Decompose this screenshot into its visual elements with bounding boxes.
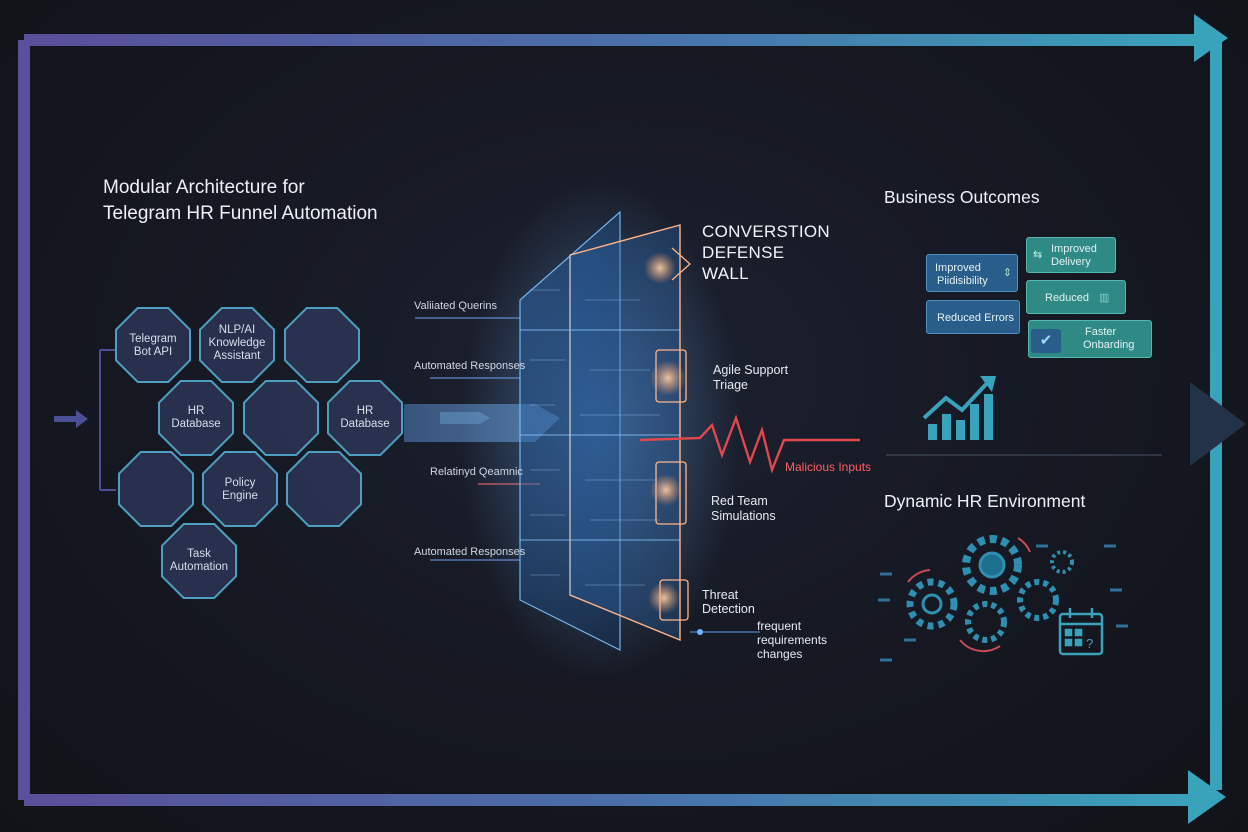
flow-automated-responses-1: Automated Responses: [414, 360, 526, 372]
agile-support-line2: Triage: [713, 378, 748, 392]
module-policy-engine: Policy Engine: [200, 477, 280, 503]
malicious-inputs-label: Malicious Inputs: [785, 460, 872, 474]
wall-title-line2: DEFENSE: [702, 243, 785, 262]
hex-nlp-assistant: [199, 307, 275, 383]
module-label: Database: [340, 418, 390, 430]
hex-empty-1: [284, 307, 360, 383]
card-label: Onbarding: [1083, 339, 1135, 351]
module-label: Bot API: [133, 346, 173, 358]
module-label: HR: [356, 405, 374, 417]
module-task-automation: Task Automation: [159, 548, 239, 574]
card-reduced-errors: Reduced Errors: [926, 300, 1020, 334]
card-improved-delivery: ⇆ Improved Delivery: [1026, 237, 1116, 273]
hex-policy-engine: [202, 451, 278, 527]
module-label: Policy: [224, 477, 256, 489]
card-label: Reduced Errors: [937, 312, 1015, 324]
red-team-line1: Red Team: [711, 494, 768, 508]
flow-related-queries: Relatinyd Qeamnic: [430, 466, 523, 478]
hex-empty-2: [243, 380, 319, 456]
module-nlp-assistant: NLP/AI Knowledge Assistant: [197, 324, 277, 363]
wall-title-line3: WALL: [702, 264, 749, 283]
card-label: Improved: [1051, 243, 1097, 255]
card-label: Delivery: [1051, 256, 1091, 268]
threat-detection-line1: Threat: [702, 588, 739, 602]
freq-changes-line3: changes: [757, 647, 803, 661]
business-outcomes-heading: Business Outcomes: [884, 187, 1040, 207]
hex-task-automation: [161, 523, 237, 599]
malicious-zigzag-icon: [639, 414, 860, 474]
module-label: HR: [187, 405, 205, 417]
dynamic-hr-heading: Dynamic HR Environment: [884, 491, 1086, 511]
module-label: NLP/AI: [218, 324, 256, 336]
freq-changes-line1: frequent: [757, 619, 802, 633]
module-label: Database: [171, 418, 221, 430]
module-octagons: [115, 307, 403, 599]
module-telegram-bot-api: Telegram Bot API: [113, 333, 193, 359]
hex-telegram-bot-api: [115, 307, 191, 383]
card-improved-predictability: Improved Piidisibility ⇕: [926, 254, 1018, 292]
flow-validated-queries: Valiiated Querins: [414, 300, 497, 312]
card-faster-onboarding: ✔ Faster Onbarding: [1028, 320, 1152, 358]
diagram-title-line1: Modular Architecture for: [103, 177, 305, 198]
module-label: Telegram: [129, 333, 177, 345]
dash-particles: [878, 544, 1128, 662]
swap-icon: ⇆: [1033, 249, 1043, 261]
growth-chart-icon: [922, 376, 996, 440]
freq-changes-line2: requirements: [757, 633, 828, 647]
card-label: Improved: [935, 262, 981, 274]
module-label: Assistant: [213, 350, 261, 362]
card-label: Faster: [1085, 326, 1117, 338]
check-icon: ✔: [1031, 329, 1061, 353]
diagram-title-line2: Telegram HR Funnel Automation: [103, 203, 378, 224]
frame-arrow-top-icon: [1194, 14, 1228, 62]
right-side-arrow-icon: [1190, 382, 1246, 466]
input-connectors: [54, 349, 116, 491]
chart-mini-icon: ▥: [1099, 292, 1110, 304]
frame: [18, 14, 1246, 824]
hex-hr-database-2: [327, 380, 403, 456]
red-team-line2: Simulations: [711, 509, 776, 523]
hex-hr-database-1: [158, 380, 234, 456]
wall-title-line1: CONVERSTION: [702, 222, 830, 241]
module-hr-database-2: HR Database: [325, 405, 405, 431]
updown-icon: ⇕: [1002, 267, 1012, 279]
module-label: Task: [187, 548, 211, 560]
gear-cluster-icon: [906, 535, 1074, 653]
flow-automated-responses-2: Automated Responses: [414, 546, 526, 558]
defense-wall: [460, 180, 740, 680]
frame-arrow-bottom-icon: [1188, 770, 1226, 824]
svg-text:?: ?: [1086, 636, 1093, 651]
card-label: Piidisibility: [937, 275, 988, 287]
module-hr-database-1: HR Database: [156, 405, 236, 431]
threat-detection-line2: Detection: [702, 602, 755, 616]
agile-support-line1: Agile Support: [713, 363, 789, 377]
input-arrow-icon: [76, 410, 88, 428]
card-label: Reduced: [1045, 292, 1090, 304]
calendar-icon: ?: [1058, 608, 1104, 656]
module-label: Knowledge: [208, 337, 266, 349]
module-label: Engine: [222, 490, 258, 502]
card-reduced: Reduced ▥: [1026, 280, 1126, 314]
hex-empty-3: [118, 451, 194, 527]
module-label: Automation: [169, 561, 229, 573]
hex-empty-4: [286, 451, 362, 527]
